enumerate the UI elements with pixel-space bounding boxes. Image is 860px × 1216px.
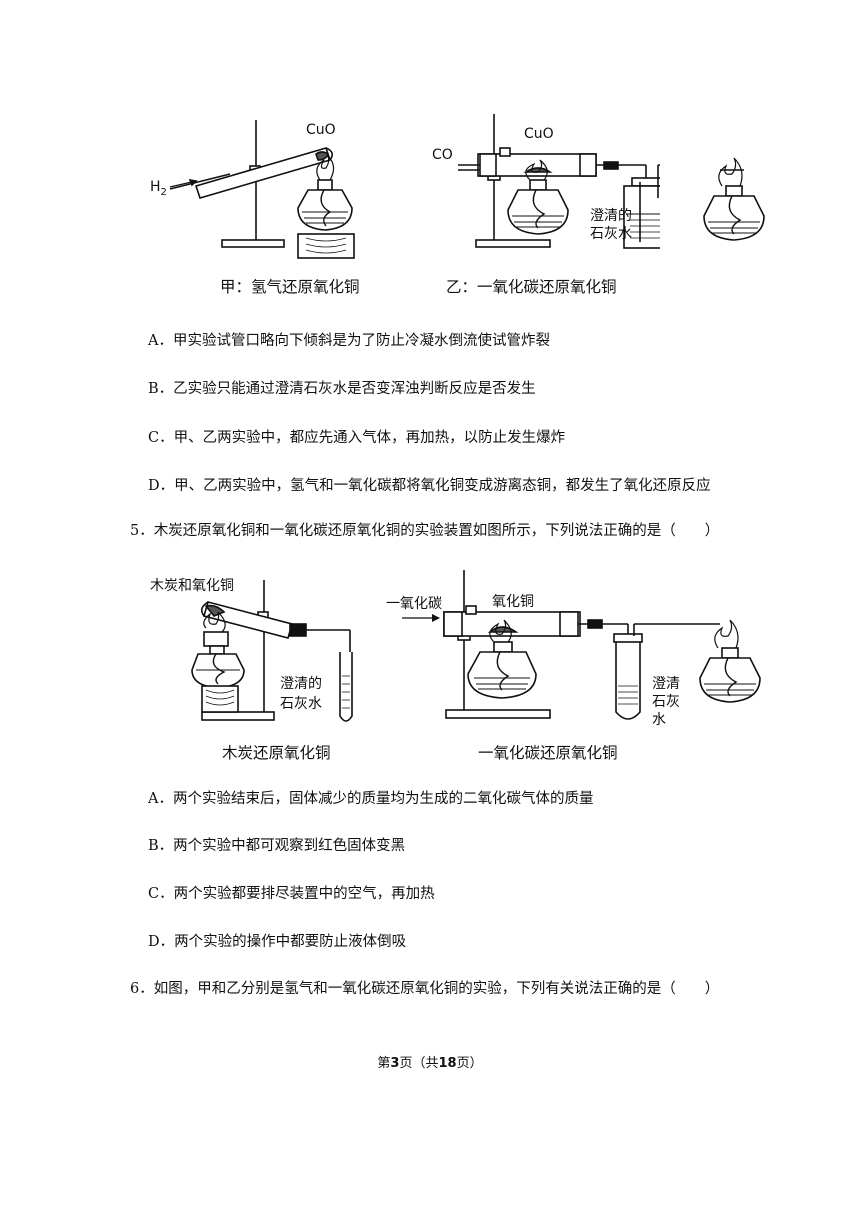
figure-2-burner (698, 610, 768, 720)
limewater-label-right-3: 水 (652, 712, 666, 728)
hydrogen-label: H2 (150, 179, 167, 198)
co-label-yi: CO (432, 147, 453, 163)
co-label-right: 一氧化碳 (386, 596, 442, 612)
caption-jia: 甲：氢气还原氧化铜 (220, 278, 360, 296)
q5-option-c: C．两个实验都要排尽装置中的空气，再加热 (148, 886, 435, 902)
q5-option-d: D．两个实验的操作中都要防止液体倒吸 (148, 934, 407, 950)
figure-1: H2 CuO 甲：氢气还原氧化铜 (140, 108, 660, 306)
cuo-label-jia: CuO (306, 122, 336, 138)
limewater-label-yi-1: 澄清的 (590, 208, 632, 224)
q4-option-b: B．乙实验只能通过澄清石灰水是否变浑浊判断反应是否发生 (148, 381, 536, 397)
limewater-label-right-2: 石灰 (652, 694, 680, 710)
q4-option-c: C．甲、乙两实验中，都应先通入气体，再加热，以防止发生爆炸 (148, 430, 566, 446)
q5-option-b: B．两个实验中都可观察到红色固体变黑 (148, 838, 406, 854)
footer-suffix: 页） (456, 1056, 483, 1071)
caption-co-right: 一氧化碳还原氧化铜 (478, 744, 618, 762)
cuo-label-right: 氧化铜 (492, 594, 534, 610)
limewater-label-left-1: 澄清的 (280, 676, 322, 692)
caption-yi: 乙：一氧化碳还原氧化铜 (446, 278, 617, 296)
q4-option-d: D．甲、乙两实验中，氢气和一氧化碳都将氧化铜变成游离态铜，都发生了氧化还原反应 (148, 478, 711, 494)
limewater-label-right-1: 澄清 (652, 676, 680, 692)
limewater-label-yi-2: 石灰水 (590, 226, 632, 242)
charcoal-label: 木炭和氧化铜 (150, 578, 234, 594)
hydrogen-apparatus (169, 120, 355, 259)
caption-charcoal: 木炭还原氧化铜 (222, 744, 331, 762)
footer-prefix: 第 (377, 1056, 391, 1071)
footer-page-number: 3 (390, 1056, 400, 1071)
q5-option-a: A．两个实验结束后，固体减少的质量均为生成的二氧化碳气体的质量 (148, 791, 594, 807)
footer-total-pages: 18 (438, 1056, 457, 1071)
co-apparatus (458, 114, 660, 249)
q6-stem: 6．如图，甲和乙分别是氢气和一氧化碳还原氧化铜的实验，下列有关说法正确的是（ ） (130, 981, 720, 997)
footer-middle: 页（共 (399, 1056, 439, 1071)
charcoal-apparatus (191, 580, 353, 722)
co-apparatus-2 (443, 570, 720, 720)
cuo-label-yi: CuO (524, 126, 554, 142)
figure-1-burner (700, 150, 772, 254)
q5-stem: 5．木炭还原氧化铜和一氧化碳还原氧化铜的实验装置如图所示，下列说法正确的是（ ） (130, 523, 720, 539)
figure-2: 木炭和氧化铜 澄清的 石灰水 木炭还原氧化铜 一氧化碳 氧化铜 澄清 石灰 水 … (140, 566, 780, 766)
limewater-label-left-2: 石灰水 (280, 696, 322, 712)
page-footer: 第3页（共18页） (0, 1052, 860, 1071)
q4-option-a: A．甲实验试管口略向下倾斜是为了防止冷凝水倒流使试管炸裂 (148, 333, 550, 349)
